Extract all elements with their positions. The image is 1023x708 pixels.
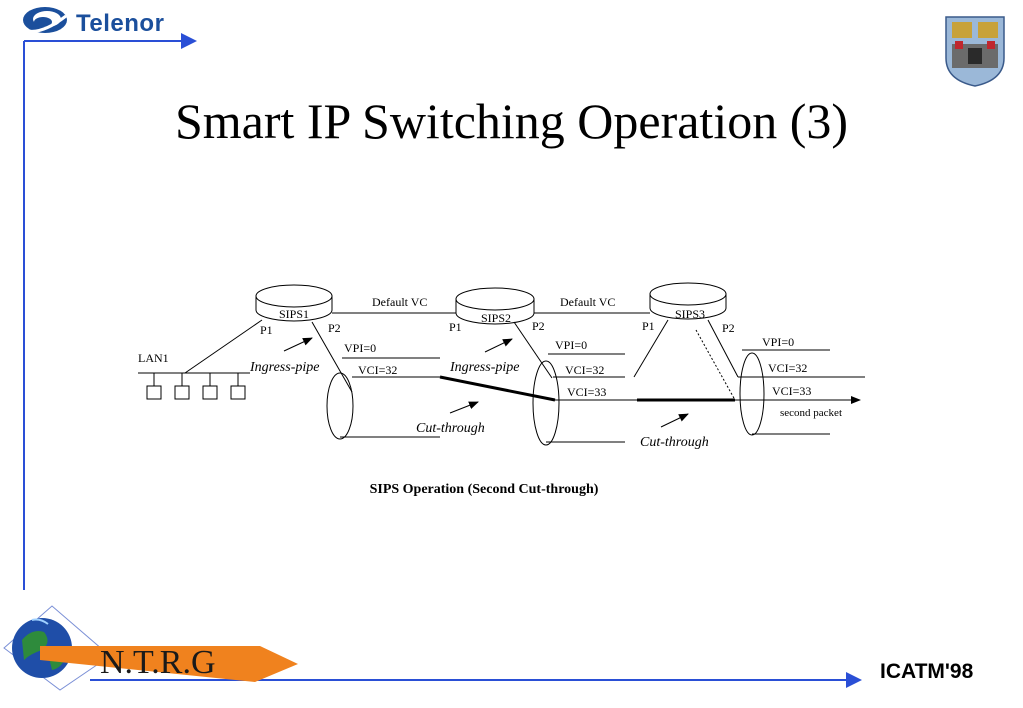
- router-label-sips1: SIPS1: [279, 307, 309, 321]
- second-packet-label: second packet: [780, 407, 842, 419]
- vpi-label: VPI=0: [762, 335, 794, 349]
- lan-host-icon: [174, 373, 190, 400]
- port-label: P1: [449, 320, 462, 334]
- port-label: P1: [260, 323, 273, 337]
- ntrg-globe-logo-icon: [3, 605, 298, 691]
- cut-through-path-1: [439, 375, 556, 402]
- cut-through-annotations: Cut-through Cut-through: [416, 401, 709, 450]
- lan-host-icon: [202, 373, 218, 400]
- telenor-brand-text: Telenor: [76, 10, 165, 37]
- vci-label: VCI=32: [565, 363, 604, 377]
- page-title: Smart IP Switching Operation (3): [174, 93, 849, 149]
- router-label-sips3: SIPS3: [675, 307, 705, 321]
- slide-frame: [23, 33, 862, 688]
- ingress-pipe-label: Ingress-pipe: [449, 360, 519, 375]
- vpi-label: VPI=0: [555, 338, 587, 352]
- sips3-pipe: VPI=0 VCI=32 VCI=33 second packet: [633, 319, 865, 436]
- crest-shield-icon: [945, 16, 1005, 87]
- cut-through-label: Cut-through: [640, 435, 709, 450]
- telenor-logo-icon: [23, 7, 67, 33]
- port-labels: P1 P2 P1 P2 P1 P2: [260, 319, 735, 337]
- port-label: P2: [722, 321, 735, 335]
- router-sips1: SIPS1: [255, 284, 333, 322]
- default-vc-links: Default VC Default VC: [332, 295, 650, 314]
- lan-host-icon: [230, 373, 246, 400]
- ingress-pipe-label: Ingress-pipe: [249, 360, 319, 375]
- router-sips2: SIPS2: [455, 287, 535, 325]
- sips1-pipe: VPI=0 VCI=32 Ingress-pipe: [249, 321, 440, 440]
- lan-host-icon: [146, 373, 162, 400]
- lan1-label: LAN1: [138, 351, 169, 365]
- sips2-pipe: VPI=0 VCI=32 VCI=33 Ingress-pipe: [449, 321, 637, 446]
- vci-label: VCI=32: [358, 363, 397, 377]
- vci-label: VCI=32: [768, 361, 807, 375]
- cut-through-label: Cut-through: [416, 421, 485, 436]
- vci-label: VCI=33: [772, 384, 811, 398]
- diagram-caption: SIPS Operation (Second Cut-through): [370, 482, 599, 497]
- vpi-label: VPI=0: [344, 341, 376, 355]
- lan1-network: LAN1: [138, 319, 263, 400]
- vci-label: VCI=33: [567, 385, 606, 399]
- conference-label: ICATM'98: [880, 660, 974, 683]
- port-label: P1: [642, 319, 655, 333]
- default-vc-label-2: Default VC: [560, 295, 615, 309]
- router-sips3: SIPS3: [649, 282, 727, 321]
- port-label: P2: [328, 321, 341, 335]
- ntrg-brand-text: N.T.R.G: [100, 644, 216, 681]
- router-label-sips2: SIPS2: [481, 311, 511, 325]
- port-label: P2: [532, 319, 545, 333]
- default-vc-label-1: Default VC: [372, 295, 427, 309]
